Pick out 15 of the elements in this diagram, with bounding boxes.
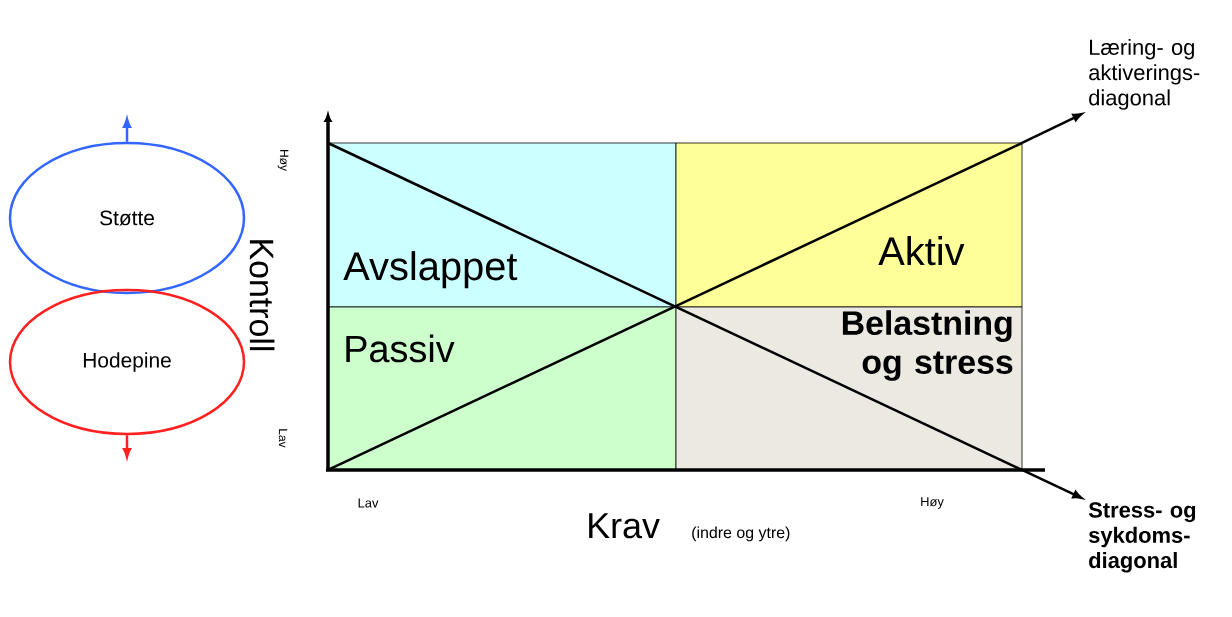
quadrant-box: Aktiv — [675, 142, 1023, 308]
tick-label: Høy — [277, 150, 289, 171]
quadrant-box: Belastning og stress — [675, 306, 1023, 471]
axis-label: Kontroll — [249, 240, 275, 351]
quadrant-box: Avslappet — [327, 142, 677, 308]
axis-note: (indre og ytre) — [692, 526, 790, 542]
tick-label: Høy — [921, 497, 944, 509]
tick-label: Lav — [278, 429, 288, 448]
diagonal-arrow — [1021, 468, 1083, 499]
axis-label: Krav — [589, 513, 660, 539]
quadrant-box: Passiv — [327, 306, 677, 471]
tick-label: Lav — [358, 498, 379, 508]
diagonal-label: Læring- og aktiverings- diagonal — [1089, 38, 1200, 110]
diagonal-label: Stress- og sykdoms- diagonal — [1088, 502, 1196, 573]
diagonal-arrow — [1021, 113, 1083, 145]
